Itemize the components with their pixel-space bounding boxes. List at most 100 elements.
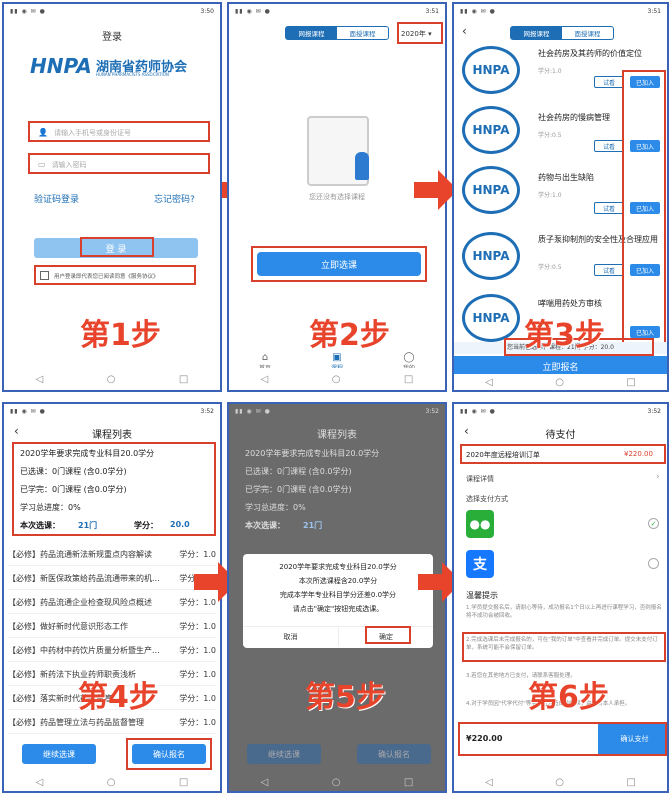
panel-payment: ▮▮ ◉ ✉ ●3:52 ‹ 待支付 2020年度远程培训订单 ¥220.00 … — [452, 402, 669, 793]
tip-item: 3.若您在其他地方已支付，请联系客服处理。 — [466, 672, 662, 680]
wechat-pay-icon[interactable]: ●● — [466, 510, 494, 538]
cancel-button[interactable]: 取消 — [243, 626, 338, 646]
hnpa-logo: HNPA — [462, 166, 520, 214]
try-button[interactable]: 试看 — [594, 202, 624, 214]
learned-count: 已学完：0门课程 (含0.0学分) — [20, 485, 127, 494]
confirm-enroll-label: 确认报名 — [153, 749, 185, 759]
list-item[interactable]: 【必修】药品流通企业检查现风险点概述 学分：1.0 — [8, 592, 216, 614]
tip-text: 3.若您在其他地方已支付，请联系客服处理。 — [466, 673, 576, 679]
try-button[interactable]: 试看 — [594, 140, 624, 152]
list-item-credit: 学分：1.0 — [179, 550, 216, 559]
tab-face[interactable]: 面授课程 — [574, 30, 601, 38]
password-placeholder: 请输入密码 — [51, 160, 87, 169]
step-1-label: 第1步 — [80, 318, 161, 353]
list-item[interactable]: 【必修】药品管理立法与药品监督管理 学分：1.0 — [8, 712, 216, 734]
panel-course-list: ▮▮ ◉ ✉ ●3:51 ‹ 网报课程 面授课程 HNPA 社会药房及其药师的价… — [452, 2, 669, 392]
list-item-name: 【必修】药品流通企业检查现风险点概述 — [8, 598, 152, 607]
confirm-enroll-button[interactable]: 确认报名 — [132, 744, 206, 764]
list-item-credit: 学分：1.0 — [179, 694, 216, 703]
panel-confirm-dialog: ▮▮ ◉ ✉ ●3:52 课程列表 2020学年要求完成专业科目20.0学分 已… — [227, 402, 447, 793]
lock-icon: ▭ — [38, 160, 46, 169]
credit-label: 学分： — [134, 521, 158, 530]
status-bar: ▮▮ ◉ ✉ ●3:51 — [460, 8, 661, 15]
list-item-name: 【必修】新药法下执业药师职责浅析 — [8, 670, 136, 679]
list-item[interactable]: 【必修】中药材中药饮片质量分析暨生产...学分：1.0 — [8, 640, 216, 662]
system-nav-bar: ◁○□ — [229, 773, 445, 791]
added-button[interactable]: 已加入 — [630, 140, 660, 152]
list-item[interactable]: 【必修】新医保政策给药品流通带来的机...学分：1.0 — [8, 568, 216, 590]
login-button-label: 登 录 — [105, 244, 127, 255]
list-item[interactable]: 【必修】落实新时代药品监管学分：1.0 — [8, 688, 216, 710]
agree-checkbox[interactable] — [40, 271, 49, 280]
list-item[interactable]: 【必修】做好新时代意识形态工作 学分：1.0 — [8, 616, 216, 638]
try-button[interactable]: 试看 — [594, 76, 624, 88]
enroll-button[interactable]: 立即报名 — [454, 356, 667, 376]
selection-summary: 您当前已选课，课程：21门 学分：20.0 — [454, 342, 667, 354]
tab-face[interactable]: 面授课程 — [349, 30, 376, 38]
dialog-line: 完成本学年专业科目学分还差0.0学分 — [279, 591, 397, 599]
tip-text: 4.对于学员因"代学代付"等学员行为造成的后果，由学员本人承担。 — [466, 701, 631, 707]
added-button[interactable]: 已加入 — [630, 76, 660, 88]
continue-select-button[interactable]: 继续选课 — [22, 744, 96, 764]
course-title: 社会药房及其药师的价值定位 — [538, 49, 642, 58]
chevron-right-icon: › — [656, 472, 660, 482]
user-icon: ◯ — [403, 352, 415, 363]
tips-title: 温馨提示 — [466, 591, 498, 600]
hnpa-logo: HNPA — [462, 294, 520, 342]
logo-subtitle: HUNAN PHARMACISTS ASSOCIATION — [96, 72, 169, 77]
list-item-name: 【必修】做好新时代意识形态工作 — [8, 622, 128, 631]
confirm-enroll-button[interactable]: 确认报名 — [357, 744, 431, 764]
tab-online[interactable]: 网报课程 — [286, 27, 337, 39]
page-title: 登录 — [102, 32, 122, 43]
empty-message: 您还没有选择课程 — [309, 193, 365, 201]
this-selection-value: 21门 — [303, 521, 323, 530]
list-item-credit: 学分：1.0 — [179, 598, 216, 607]
select-course-button[interactable]: 立即选课 — [257, 252, 421, 276]
panel-login: ▮▮ ◉ ✉ ●3:50 登录 HNPA 湖南省药师协会 HUNAN PHARM… — [2, 2, 222, 392]
list-item[interactable]: 【必修】药品流通新法新规重点内容解读学分：1.0 — [8, 544, 216, 566]
list-item-credit: 学分：1.0 — [179, 622, 216, 631]
step-2-label: 第2步 — [309, 318, 390, 353]
added-button[interactable]: 已加入 — [630, 264, 660, 276]
forgot-password-link[interactable]: 忘记密码? — [154, 195, 195, 205]
tip-item: 2.完成选课后未完成报名的，可在"我的订单"中查看并完成订单。提交未支付订单，系… — [466, 636, 662, 652]
added-button[interactable]: 已加入 — [630, 202, 660, 214]
order-price: ¥220.00 — [624, 450, 653, 458]
panel-confirm-list: ▮▮ ◉ ✉ ●3:52 ‹ 课程列表 2020学年要求完成专业科目20.0学分… — [2, 402, 222, 793]
course-title: 药物与出生缺陷 — [538, 173, 594, 182]
tab-online[interactable]: 网报课程 — [511, 27, 562, 39]
list-item-credit: 学分：1.0 — [179, 670, 216, 679]
year-select[interactable]: 2020年 ▾ — [401, 29, 432, 39]
dialog-line: 本次所选课程含20.0学分 — [298, 577, 378, 585]
logo-text: 湖南省药师协会 — [96, 60, 188, 75]
list-item[interactable]: 【必修】新药法下执业药师职责浅析 学分：1.0 — [8, 664, 216, 686]
confirm-pay-button[interactable]: 确认支付 — [598, 724, 667, 754]
list-item-name: 【必修】药品管理立法与药品监督管理 — [8, 718, 144, 727]
progress-text: 学习总进度：0% — [20, 503, 81, 512]
required-credit: 2020学年要求完成专业科目20.0学分 — [20, 449, 155, 458]
course-detail-link[interactable]: 课程详情 — [466, 475, 494, 483]
system-nav-bar: ◁○□ — [4, 773, 220, 791]
login-button[interactable]: 登 录 — [34, 238, 198, 258]
radio-checked-icon[interactable]: ✓ — [648, 518, 659, 529]
continue-select-button[interactable]: 继续选课 — [247, 744, 321, 764]
back-icon[interactable]: ‹ — [464, 424, 469, 438]
arrow-right-icon — [418, 562, 462, 602]
try-button[interactable]: 试看 — [594, 264, 624, 276]
back-icon[interactable]: ‹ — [14, 424, 19, 438]
arrow-right-icon — [414, 170, 458, 210]
sms-login-link[interactable]: 验证码登录 — [34, 195, 80, 205]
added-button[interactable]: 已加入 — [630, 326, 660, 338]
page-title: 课程列表 — [317, 430, 357, 441]
list-item-credit: 学分：1.0 — [179, 718, 216, 727]
back-icon[interactable]: ‹ — [462, 24, 467, 38]
course-credit: 学分:1.0 — [538, 68, 562, 75]
hnpa-logo: HNPA — [462, 46, 520, 94]
user-icon: 👤 — [38, 128, 48, 137]
total-price: ¥220.00 — [466, 734, 503, 743]
alipay-icon[interactable]: 支 — [466, 550, 494, 578]
system-nav-bar: ◁○□ — [454, 374, 667, 390]
radio-unchecked-icon[interactable] — [648, 558, 659, 569]
step-6-label: 第6步 — [528, 680, 609, 715]
hnpa-logo: HNPA — [462, 106, 520, 154]
